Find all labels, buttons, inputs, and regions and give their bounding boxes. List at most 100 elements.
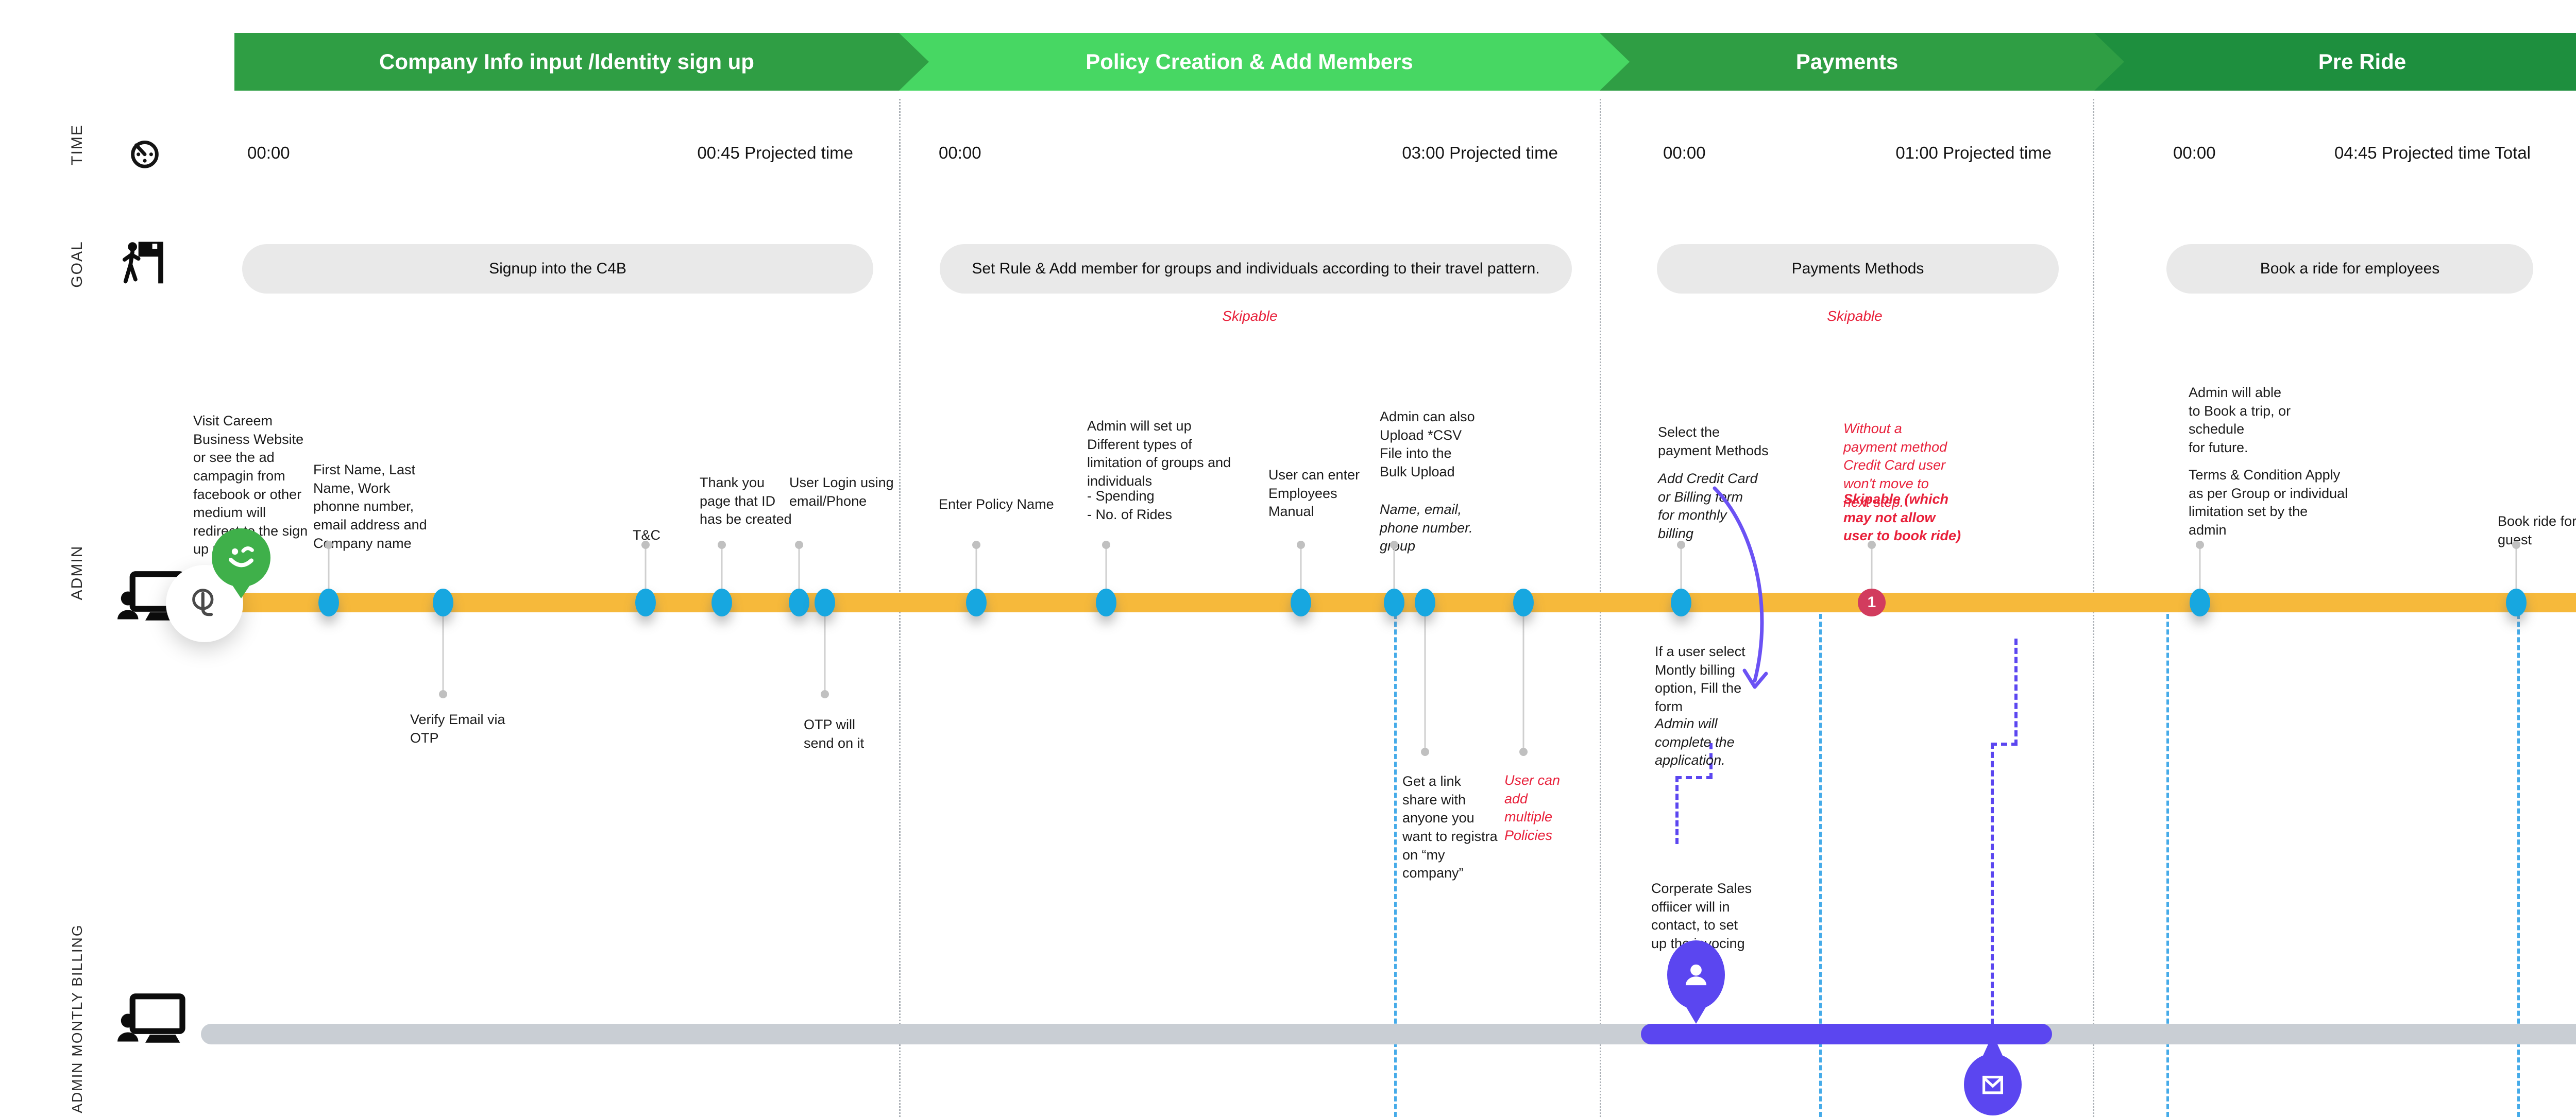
step-stem	[1522, 614, 1524, 752]
step-stem	[2199, 549, 2201, 593]
timeline-step-dot	[433, 589, 453, 616]
chevron-tip	[2094, 33, 2124, 91]
step-stem-cap	[1390, 541, 1398, 549]
careem-pin-tail	[231, 583, 251, 598]
billing-step-connector	[2014, 639, 2018, 746]
time-end: 01:00 Projected time	[1895, 143, 2052, 162]
annotation: Terms & Condition Apply as per Group or …	[2189, 467, 2348, 538]
dashed-connector	[2517, 614, 2520, 1117]
annotation: Admin will complete the application.	[1655, 716, 1735, 768]
step-stem-cap	[1297, 541, 1305, 549]
annotation: User Login using email/Phone	[789, 475, 894, 509]
step-stem	[442, 614, 444, 694]
timeline-step-dot	[815, 589, 835, 616]
step-stem	[1105, 549, 1107, 593]
step-stem-cap	[325, 541, 333, 549]
dashed-connector	[1819, 614, 1822, 1117]
goal-pill: Set Rule & Add member for groups and ind…	[940, 244, 1572, 294]
phase-label: Pre Ride	[2318, 49, 2406, 74]
step-stem	[721, 549, 723, 593]
step-stem-cap	[2512, 541, 2520, 549]
mail-icon	[1964, 1054, 2022, 1115]
step-stem-cap	[2196, 541, 2204, 549]
annotation: User can enter Employees Manual	[1268, 467, 1360, 520]
step-stem-cap	[641, 541, 650, 549]
billing-step-connector	[1675, 776, 1679, 844]
phase-label: Payments	[1795, 49, 1899, 74]
annotation: T&C	[633, 527, 660, 543]
billing-step-connector	[1991, 743, 1994, 1025]
billing-computer-icon	[117, 992, 187, 1050]
step-stem	[1393, 549, 1395, 593]
step-stem	[798, 549, 800, 593]
timeline-step-dot	[711, 589, 732, 616]
annotation: If a user select Montly billing option, …	[1655, 644, 1745, 714]
annotation: Select the payment Methods	[1658, 424, 1769, 458]
step-stem	[328, 549, 330, 593]
timeline-step-dot	[1096, 589, 1116, 616]
timeline-step-dot	[2506, 589, 2527, 616]
dashed-connector	[1394, 614, 1397, 1117]
chevron-tip	[1600, 33, 1630, 91]
timeline-step-dot	[966, 589, 987, 616]
step-stem	[1871, 549, 1873, 593]
billing-step-connector	[1675, 776, 1713, 779]
step-stem-cap	[1421, 748, 1429, 756]
step-stem	[824, 614, 826, 694]
annotation: Verify Email via OTP	[410, 712, 505, 746]
step-stem-cap	[821, 690, 829, 698]
annotation: Admin will able to Book a trip, or sched…	[2189, 385, 2291, 455]
step-stem-cap	[718, 541, 726, 549]
billing-lane-bar	[201, 1024, 2576, 1044]
timer-icon	[128, 136, 162, 170]
time-end: 00:45 Projected time	[697, 143, 853, 162]
time-start: 00:00	[2173, 143, 2216, 162]
careem-logo-pin	[212, 528, 270, 587]
step-marker-1: 1	[1858, 589, 1886, 616]
annotation: User can add multiple Policies	[1504, 772, 1561, 843]
skipable-note: Skipable	[1222, 308, 1278, 324]
annotation: Add Credit Card or Billing form for mont…	[1658, 471, 1758, 541]
step-stem-cap	[795, 541, 803, 549]
phase-label: Company Info input /Identity sign up	[379, 49, 754, 74]
billing-step-connector	[1991, 743, 2018, 746]
step-stem-cap	[972, 541, 980, 549]
step-stem	[1300, 549, 1302, 593]
step-stem-cap	[1677, 541, 1685, 549]
goal-pill: Signup into the C4B	[242, 244, 873, 294]
time-start: 00:00	[939, 143, 981, 162]
avatar-balloon-tail	[1686, 1006, 1706, 1024]
annotation: Without a payment method Credit Card use…	[1843, 421, 1947, 510]
goal-flag-icon	[122, 236, 173, 287]
goal-text: Signup into the C4B	[489, 260, 626, 277]
annotation: Corperate Sales offiicer will in contact…	[1651, 881, 1752, 951]
goal-pill: Payments Methods	[1657, 244, 2059, 294]
timeline-step-dot	[2190, 589, 2210, 616]
timeline-step-dot	[1671, 589, 1691, 616]
phase-label: Policy Creation & Add Members	[1086, 49, 1413, 74]
step-stem-cap	[1519, 748, 1528, 756]
step-stem	[1680, 549, 1682, 593]
marker-number: 1	[1867, 594, 1876, 611]
billing-step-connector	[1709, 743, 1713, 779]
annotation: OTP will send on it	[804, 717, 865, 751]
time-start: 00:00	[1663, 143, 1706, 162]
timeline-step-dot	[1384, 589, 1404, 616]
timeline-step-dot	[1415, 589, 1435, 616]
step-stem-cap	[439, 690, 447, 698]
annotation: Admin will set up Different types of lim…	[1087, 418, 1231, 489]
sales-officer-avatar	[1667, 940, 1725, 1009]
step-stem	[2515, 549, 2517, 593]
step-stem-cap	[1868, 541, 1876, 549]
phase-band-payments: Payments	[1600, 33, 2094, 91]
time-end: 04:45 Projected time Total	[2334, 143, 2531, 162]
chevron-tip	[899, 33, 929, 91]
annotation: Name, email, phone number. group	[1380, 502, 1473, 554]
annotation: Admin can also Upload *CSV File into the…	[1380, 409, 1475, 479]
phase-band-signup: Company Info input /Identity sign up	[234, 33, 899, 91]
annotation: First Name, Last Name, Work phonne numbe…	[313, 462, 427, 551]
goal-text: Payments Methods	[1791, 260, 1924, 277]
step-stem	[975, 549, 977, 593]
